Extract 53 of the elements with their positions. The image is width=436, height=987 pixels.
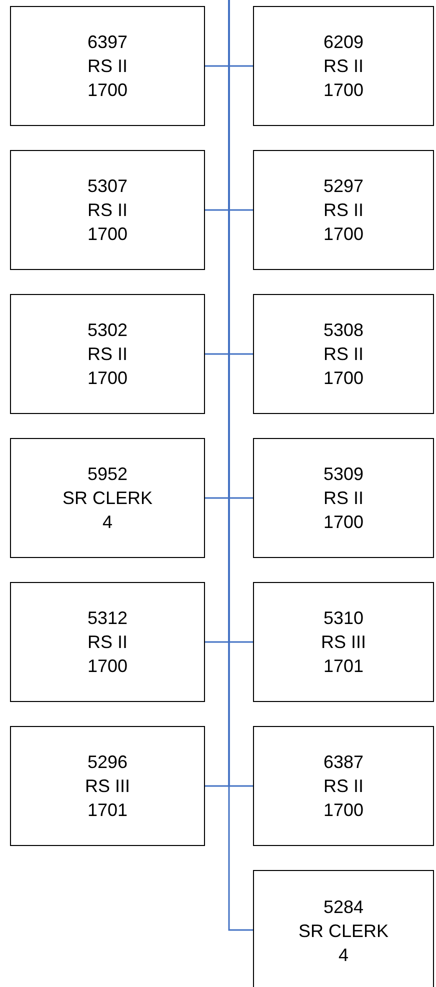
position-box xyxy=(253,294,434,414)
position-box xyxy=(10,438,205,558)
grade-code: 1700 xyxy=(323,223,364,246)
position-box xyxy=(10,582,205,702)
connector-line xyxy=(228,0,253,931)
job-title: RS II xyxy=(323,487,364,510)
position-number: 6397 xyxy=(87,31,128,54)
grade-code: 1700 xyxy=(87,79,128,102)
job-title: SR CLERK xyxy=(298,920,389,943)
job-title: SR CLERK xyxy=(62,487,153,510)
position-box xyxy=(253,726,434,846)
position-number: 5310 xyxy=(323,607,364,630)
grade-code: 1701 xyxy=(87,799,128,822)
grade-code: 1700 xyxy=(87,655,128,678)
position-number: 5297 xyxy=(323,175,364,198)
position-box xyxy=(253,6,434,126)
position-number: 5284 xyxy=(323,896,364,919)
job-title: RS III xyxy=(320,631,366,654)
position-box xyxy=(10,150,205,270)
grade-code: 4 xyxy=(102,511,112,534)
position-box xyxy=(10,726,205,846)
job-title: RS II xyxy=(323,775,364,798)
grade-code: 1700 xyxy=(87,223,128,246)
position-box xyxy=(253,870,434,987)
position-box xyxy=(10,6,205,126)
job-title: RS II xyxy=(87,631,128,654)
position-box xyxy=(253,150,434,270)
grade-code: 1700 xyxy=(87,367,128,390)
job-title: RS II xyxy=(323,55,364,78)
grade-code: 1700 xyxy=(323,79,364,102)
position-number: 5296 xyxy=(87,751,128,774)
position-number: 5302 xyxy=(87,319,128,342)
grade-code: 1700 xyxy=(323,367,364,390)
job-title: RS II xyxy=(87,343,128,366)
position-number: 5312 xyxy=(87,607,128,630)
grade-code: 4 xyxy=(338,944,348,967)
position-number: 5308 xyxy=(323,319,364,342)
position-number: 5309 xyxy=(323,463,364,486)
position-box xyxy=(10,294,205,414)
position-number: 5307 xyxy=(87,175,128,198)
job-title: RS II xyxy=(323,343,364,366)
position-box xyxy=(253,582,434,702)
grade-code: 1700 xyxy=(323,799,364,822)
grade-code: 1701 xyxy=(323,655,364,678)
grade-code: 1700 xyxy=(323,511,364,534)
position-number: 5952 xyxy=(87,463,128,486)
position-number: 6209 xyxy=(323,31,364,54)
job-title: RS II xyxy=(87,55,128,78)
job-title: RS II xyxy=(323,199,364,222)
job-title: RS II xyxy=(87,199,128,222)
job-title: RS III xyxy=(84,775,130,798)
position-box xyxy=(253,438,434,558)
position-number: 6387 xyxy=(323,751,364,774)
